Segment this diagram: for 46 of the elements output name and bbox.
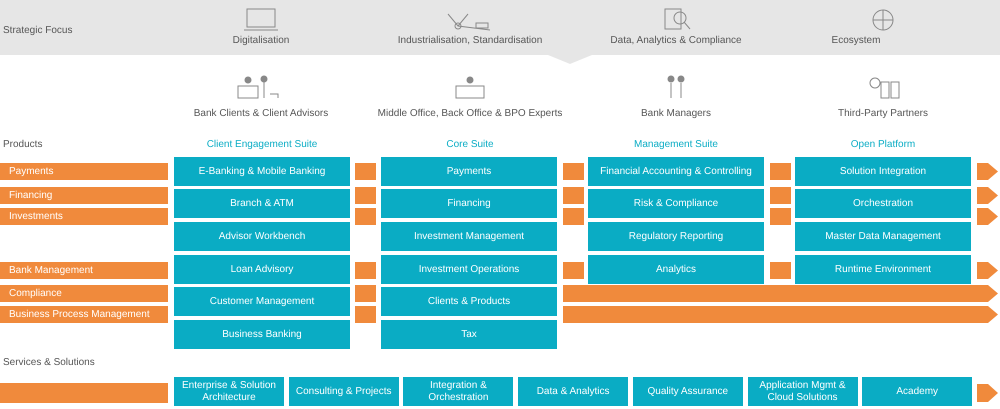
module-box: Customer Management (174, 287, 350, 316)
module-box: E-Banking & Mobile Banking (174, 157, 350, 186)
module-box: Runtime Environment (795, 255, 971, 284)
module-box: Financial Accounting & Controlling (588, 157, 764, 186)
module-box: Solution Integration (795, 157, 971, 186)
product-band: Financing (0, 187, 168, 204)
audience-label: Third-Party Partners (838, 108, 928, 119)
audience-label: Bank Managers (640, 108, 712, 119)
module-box: Payments (381, 157, 557, 186)
module-box: Financing (381, 189, 557, 218)
module-box: Investment Operations (381, 255, 557, 284)
module-box: Application Mgmt & Cloud Solutions (748, 377, 858, 406)
module-box: Tax (381, 320, 557, 349)
focus-label: Data, Analytics & Compliance (610, 35, 742, 46)
product-band: Investments (0, 208, 168, 225)
audience-label: Middle Office, Back Office & BPO Experts (378, 108, 562, 119)
focus-label: Ecosystem (832, 35, 880, 46)
audience-label: Bank Clients & Client Advisors (194, 108, 328, 119)
product-band: Bank Management (0, 262, 168, 279)
suite-heading: Core Suite (446, 139, 494, 150)
section-heading: Products (3, 139, 42, 150)
module-box: Investment Management (381, 222, 557, 251)
product-band: Compliance (0, 285, 168, 302)
module-box: Master Data Management (795, 222, 971, 251)
module-box: Academy (862, 377, 972, 406)
module-box: Risk & Compliance (588, 189, 764, 218)
product-band: Business Process Management (0, 306, 168, 323)
module-box: Clients & Products (381, 287, 557, 316)
module-box: Integration & Orchestration (403, 377, 514, 406)
module-box: Quality Assurance (632, 377, 743, 406)
module-box: Advisor Workbench (174, 222, 350, 251)
module-box: Analytics (588, 255, 764, 284)
module-box: Consulting & Projects (288, 377, 399, 406)
module-box: Data & Analytics (518, 377, 628, 406)
module-box: Business Banking (174, 320, 350, 349)
module-box: Loan Advisory (174, 255, 350, 284)
module-box: Orchestration (795, 189, 971, 218)
focus-label: Industrialisation, Standardisation (398, 35, 542, 46)
focus-label: Digitalisation (232, 35, 290, 46)
section-heading: Services & Solutions (3, 357, 95, 368)
services-band (0, 383, 168, 403)
module-box: Enterprise & Solution Architecture (174, 377, 284, 406)
section-heading: Strategic Focus (3, 25, 72, 36)
product-band: Payments (0, 163, 168, 180)
module-box: Branch & ATM (174, 189, 350, 218)
module-box: Regulatory Reporting (588, 222, 764, 251)
